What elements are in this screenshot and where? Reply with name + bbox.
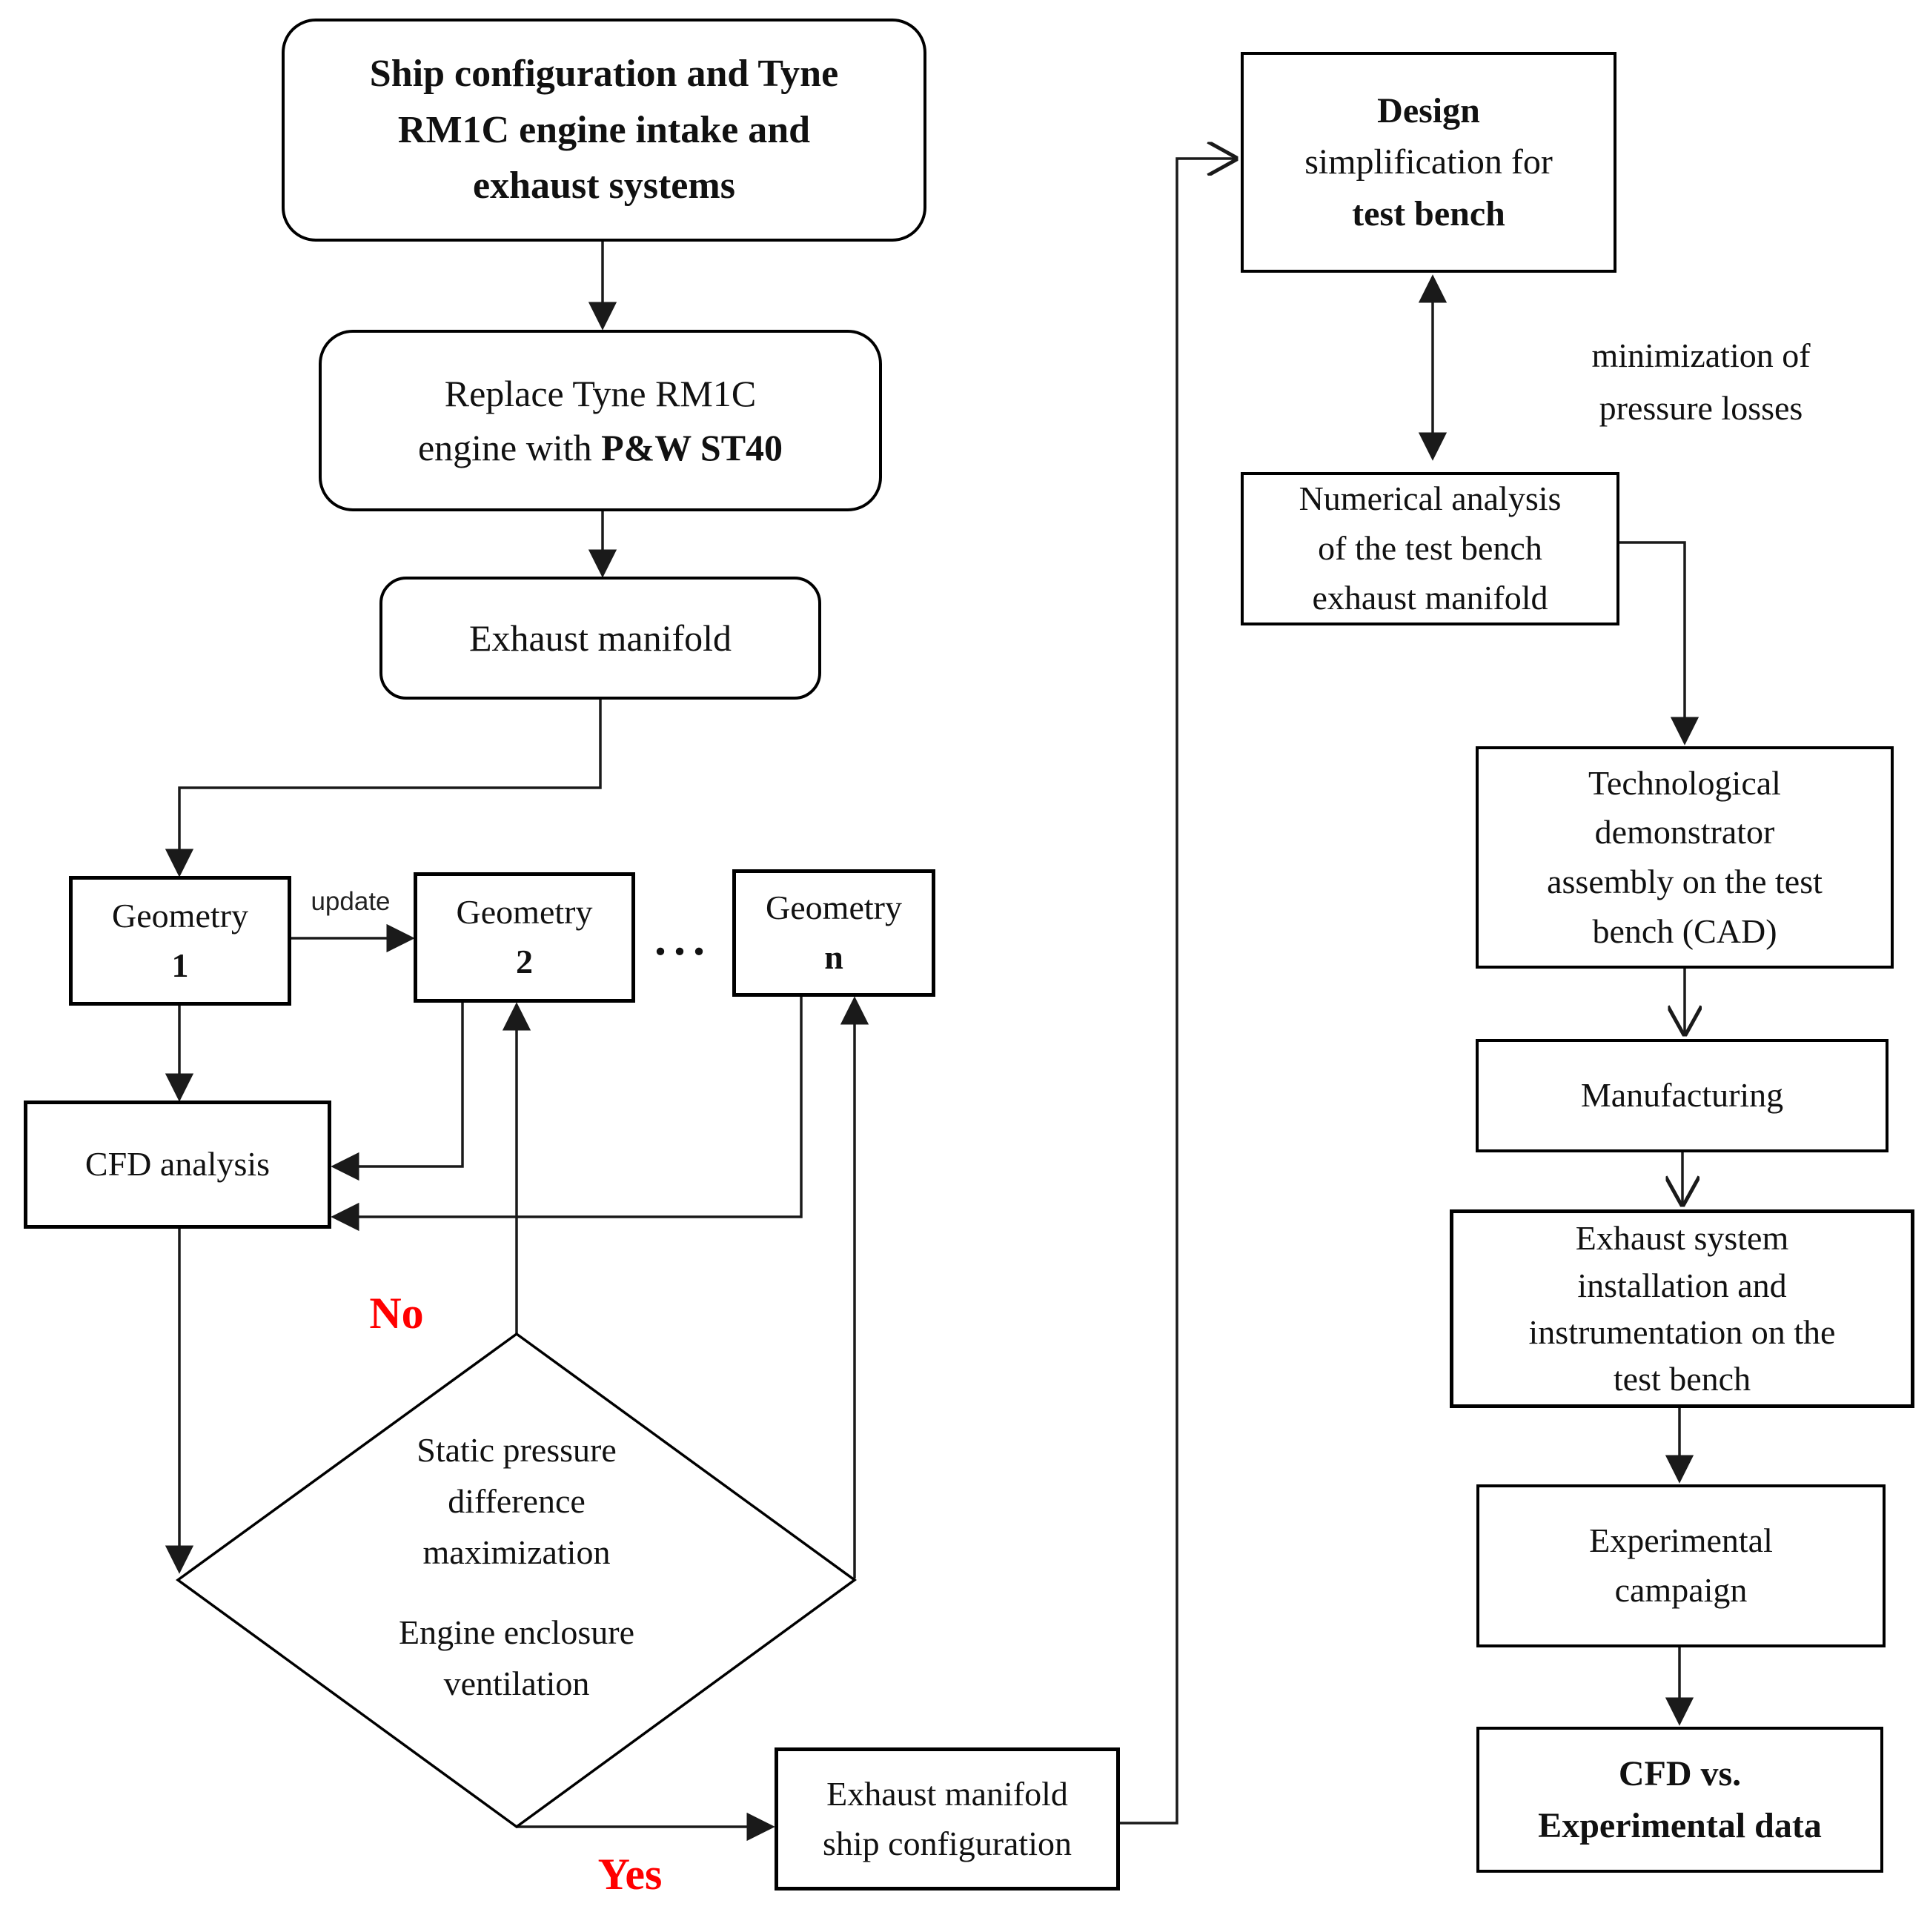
node-cfd-analysis: CFD analysis: [24, 1101, 331, 1229]
node-geometry-n: Geometry n: [732, 869, 935, 997]
node-cfd-vs-experimental: CFD vs. Experimental data: [1476, 1727, 1883, 1873]
node-replace-engine-line2: engine with P&W ST40: [417, 426, 783, 468]
node-ship-configuration: Ship configuration and Tyne RM1C engine …: [282, 19, 926, 242]
node-cfd-analysis-label: CFD analysis: [84, 1145, 271, 1184]
node-exhaust-ship-configuration: Exhaust manifold ship configuration: [775, 1747, 1120, 1890]
node-design-simplification-line2: simplification for: [1304, 142, 1553, 182]
decision-no-label: No: [369, 1289, 424, 1338]
node-geometry-1-word: Geometry: [112, 896, 248, 935]
node-technological-demonstrator-label: Technological demonstrator assembly on t…: [1547, 763, 1823, 950]
node-replace-engine: Replace Tyne RM1C engine with P&W ST40: [319, 330, 882, 511]
node-design-simplification-line1: Design: [1377, 90, 1480, 130]
minimization-note: minimization of pressure losses: [1591, 336, 1811, 428]
node-cfd-vs-experimental-label: CFD vs. Experimental data: [1538, 1753, 1822, 1845]
node-geometry-1: Geometry 1: [69, 876, 291, 1006]
node-numerical-analysis-label: Numerical analysis of the test bench exh…: [1299, 479, 1562, 617]
node-design-simplification-line3: test bench: [1352, 193, 1505, 233]
node-exhaust-manifold-label: Exhaust manifold: [468, 617, 732, 659]
node-exhaust-manifold: Exhaust manifold: [379, 577, 821, 700]
node-exhaust-ship-configuration-label: Exhaust manifold ship configuration: [823, 1774, 1072, 1862]
decision-yes-label: Yes: [597, 1850, 663, 1899]
update-arrow-label: update: [311, 887, 391, 916]
node-exhaust-installation: Exhaust system installation and instrume…: [1450, 1209, 1914, 1408]
node-geometry-n-word: Geometry: [766, 889, 902, 927]
node-experimental-campaign-label: Experimental campaign: [1589, 1521, 1773, 1609]
node-geometry-1-number: 1: [171, 946, 189, 984]
node-manufacturing: Manufacturing: [1476, 1039, 1888, 1152]
node-geometry-2-number: 2: [516, 943, 533, 980]
decision-text-lower: Engine enclosure ventilation: [398, 1613, 635, 1702]
node-geometry-2-word: Geometry: [456, 893, 593, 932]
node-technological-demonstrator: Technological demonstrator assembly on t…: [1476, 746, 1894, 969]
node-manufacturing-label: Manufacturing: [1580, 1076, 1784, 1115]
node-numerical-analysis: Numerical analysis of the test bench exh…: [1241, 472, 1619, 625]
node-exhaust-installation-label: Exhaust system installation and instrume…: [1528, 1219, 1836, 1398]
node-experimental-campaign: Experimental campaign: [1476, 1484, 1886, 1647]
node-geometry-n-number: n: [824, 938, 843, 976]
decision-diamond: [176, 1332, 857, 1829]
decision-text-upper: Static pressure difference maximization: [417, 1431, 617, 1571]
geometry-ellipsis: ...: [654, 912, 712, 965]
node-geometry-2: Geometry 2: [414, 872, 635, 1003]
node-replace-engine-line1: Replace Tyne RM1C: [444, 373, 757, 414]
node-ship-configuration-label: Ship configuration and Tyne RM1C engine …: [369, 53, 839, 208]
node-design-simplification: Design simplification for test bench: [1241, 52, 1616, 273]
